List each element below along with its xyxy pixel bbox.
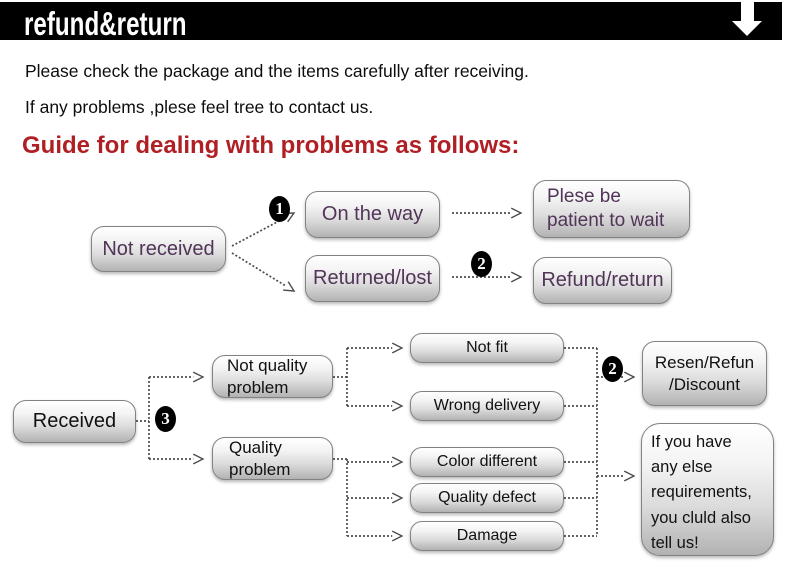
node-quality-defect: Quality defect [410,483,564,513]
node-damage: Damage [410,521,564,551]
node-not-received: Not received [91,226,226,272]
node-quality-problem: Quality problem [212,437,333,480]
down-arrow-shaft [741,2,754,21]
banner-title: refund&return [24,5,187,43]
badge-2-icon: 2 [471,251,492,277]
node-returned-lost: Returned/lost [305,255,440,302]
down-arrow-head [732,21,762,36]
node-if-you-have: If you have any else requirements, you c… [641,423,774,556]
down-arrow-icon [732,2,763,38]
node-received: Received [13,400,136,443]
badge-2-icon-second: 2 [602,356,623,382]
intro-line-2: If any problems ,plese feel tree to cont… [25,97,374,117]
node-not-fit: Not fit [410,333,564,363]
node-resen-refun-discount: Resen/Refun /Discount [642,341,767,406]
node-not-quality-problem: Not quality problem [212,355,333,398]
badge-3-icon: 3 [155,406,176,432]
intro-line-1: Please check the package and the items c… [25,61,529,81]
node-on-the-way: On the way [305,191,440,238]
guide-heading: Guide for dealing with problems as follo… [22,132,520,159]
node-wrong-delivery: Wrong delivery [410,391,564,421]
node-color-different: Color different [410,447,564,477]
banner: refund&return [0,2,782,43]
badge-1-icon: 1 [269,196,290,222]
node-plese-be-patient: Plese be patient to wait [533,180,690,238]
node-refund-return: Refund/return [533,257,672,304]
